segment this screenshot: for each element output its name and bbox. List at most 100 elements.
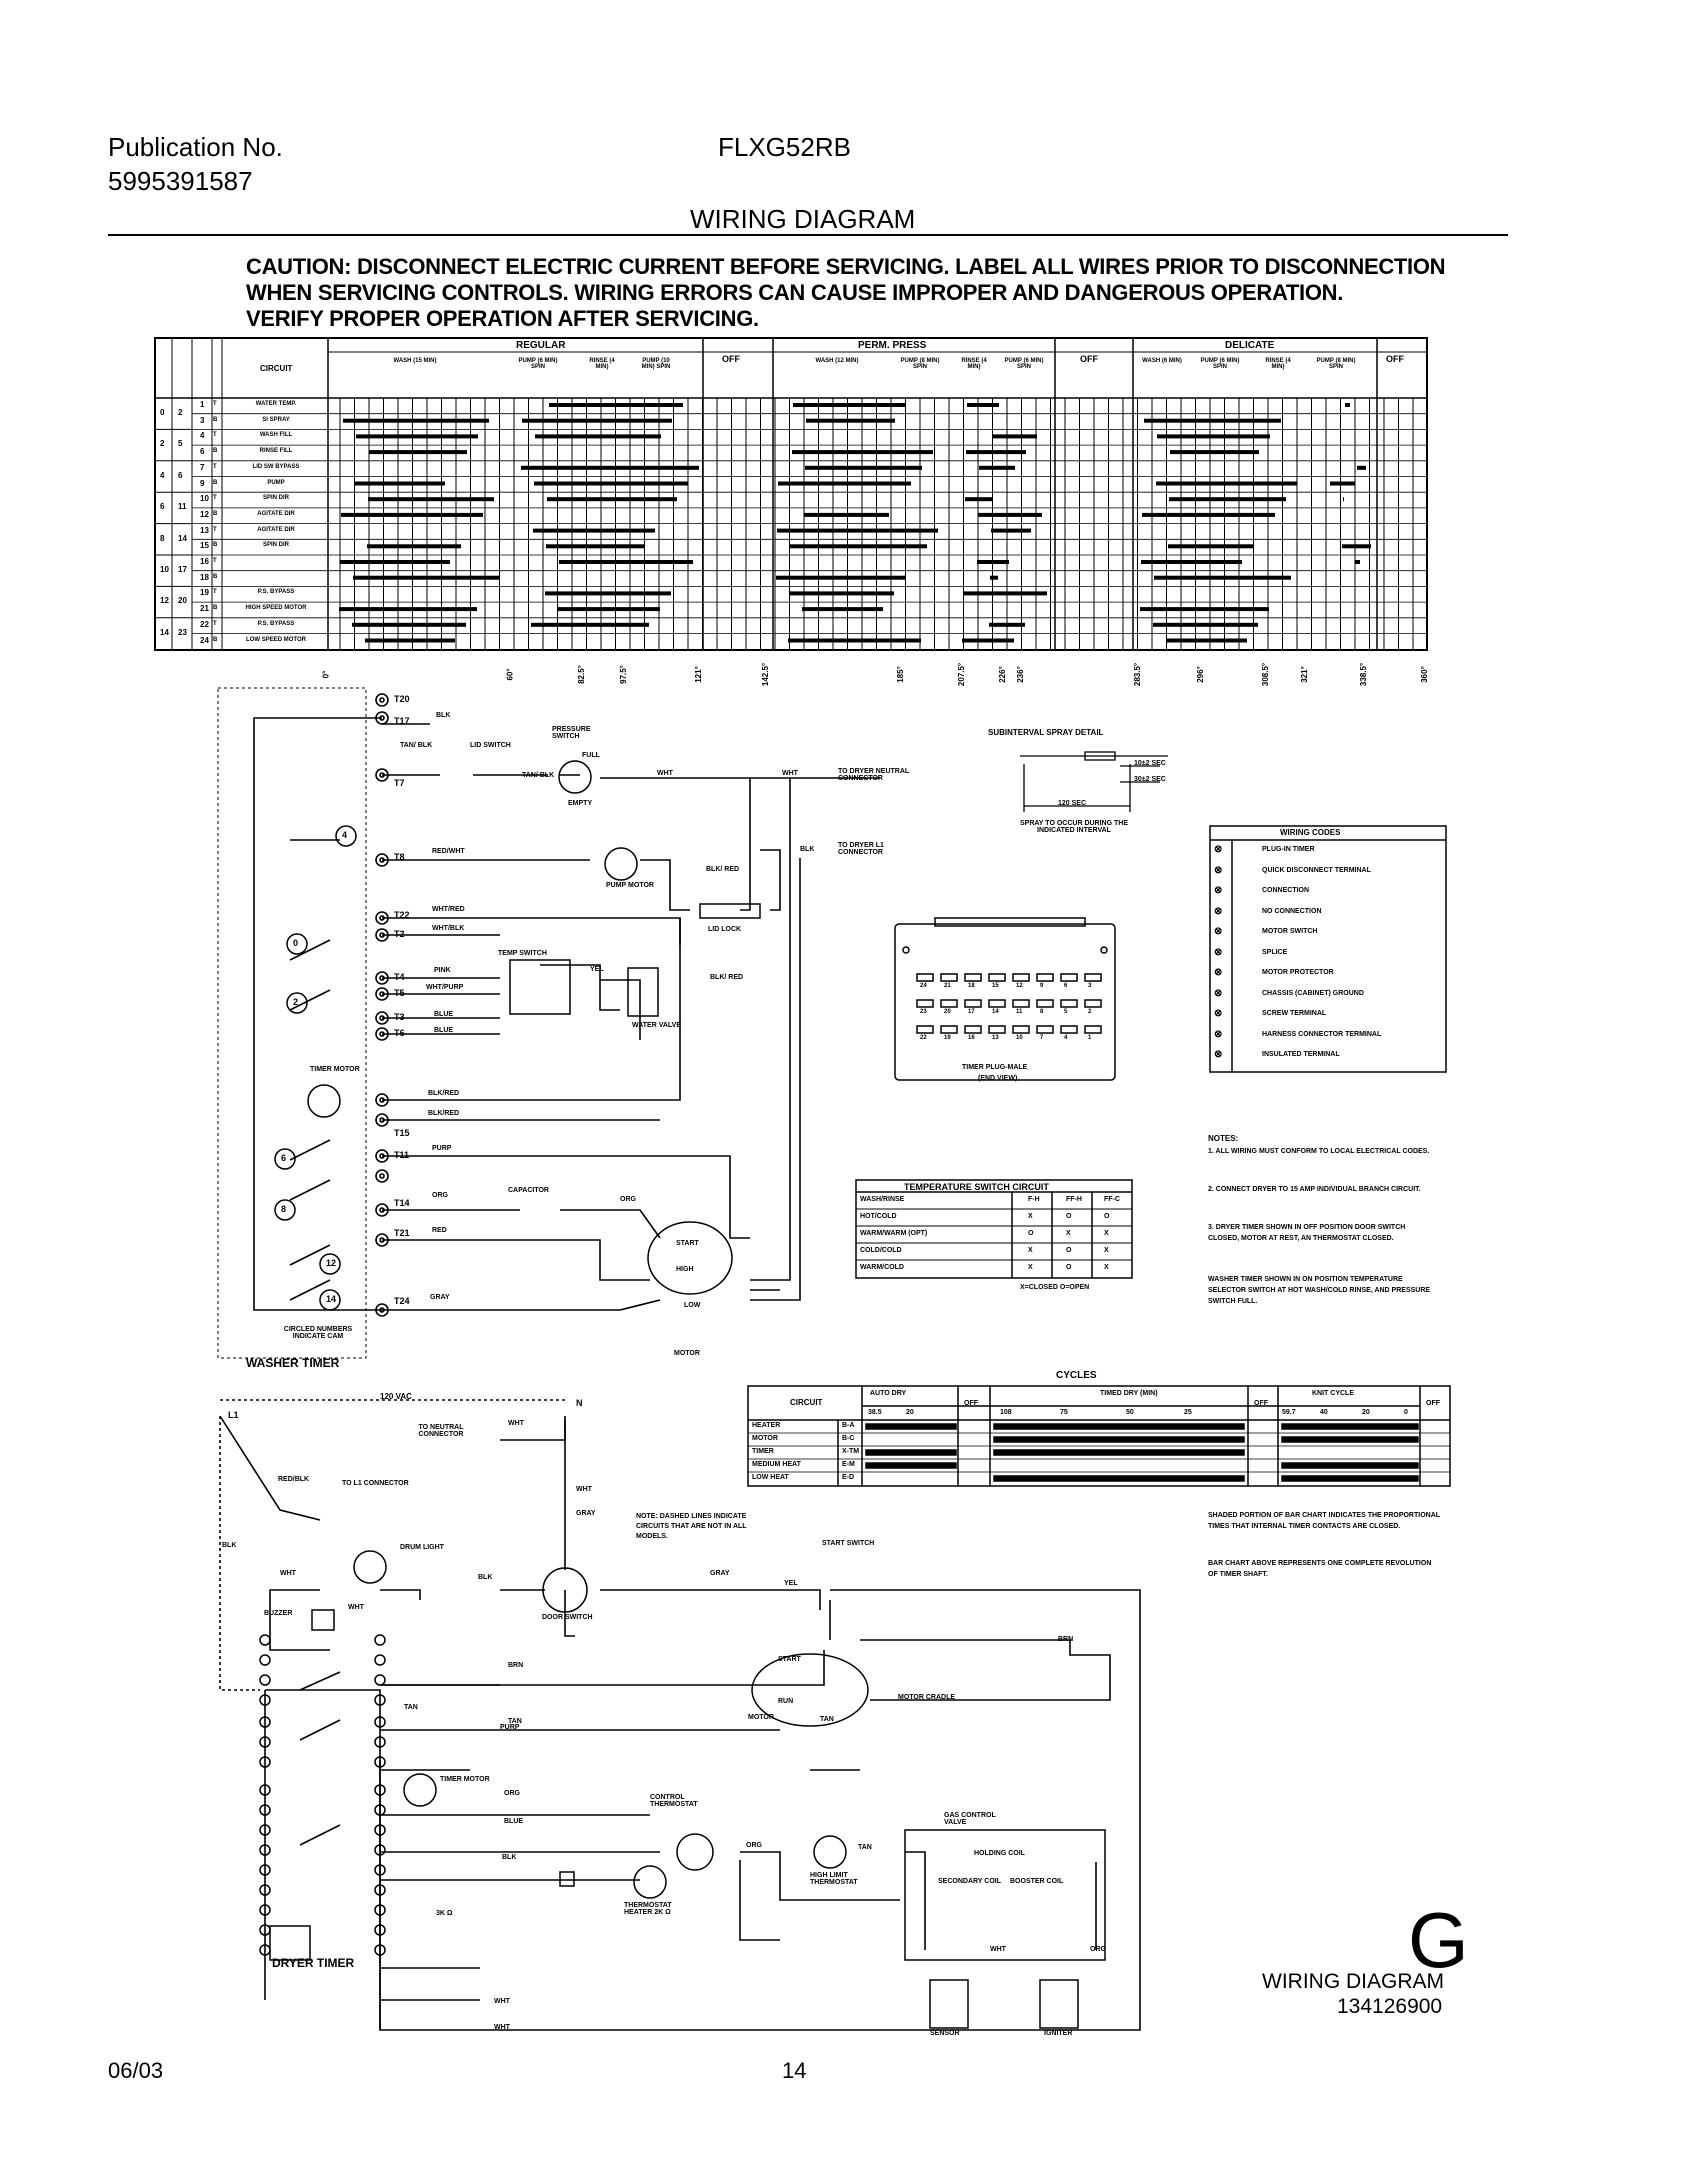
washer-component-label: LID LOCK: [708, 926, 742, 933]
wiring-code-item: MOTOR SWITCH: [1262, 928, 1318, 935]
plug-pin-number: 15: [992, 983, 999, 989]
row-contact: T: [213, 495, 217, 502]
washer-terminal-label: T22: [394, 910, 410, 920]
temp-switch-cell: O: [1066, 1247, 1072, 1254]
row-contact: T: [213, 620, 217, 627]
washer-wire-label: ORG: [432, 1192, 448, 1199]
to-dryer-l1-label: TO DRYER L1 CONNECTOR: [838, 842, 884, 856]
temp-switch-cell: COLD/COLD: [860, 1247, 902, 1254]
dryer-component-label: DOOR SWITCH: [542, 1614, 593, 1621]
plug-pin-number: 5: [1064, 1009, 1068, 1015]
temp-switch-cell: O: [1066, 1264, 1072, 1271]
plug-pin-number: 10: [1016, 1035, 1023, 1041]
washer-wire-label: BLK/ RED: [710, 974, 744, 981]
cycles-row-label: HEATER: [752, 1422, 781, 1429]
row-circuit-label: PUMP: [267, 479, 285, 486]
cam-label: 2: [293, 997, 299, 1007]
caution-line-3: VERIFY PROPER OPERATION AFTER SERVICING.: [246, 306, 759, 331]
washer-wire-label: RED/WHT: [432, 848, 465, 855]
shaded-note: SHADED PORTION OF BAR CHART INDICATES TH…: [1208, 1512, 1440, 1530]
cycles-row-contact: B-C: [842, 1435, 855, 1442]
washer-terminal-label: T8: [394, 852, 405, 862]
cycles-row-label: LOW HEAT: [752, 1474, 789, 1481]
washer-wire-label: WHT/RED: [432, 906, 465, 913]
group-regular: REGULAR: [516, 340, 566, 351]
dryer-component-label: RUN: [778, 1698, 794, 1705]
publication-number: 5995391587: [108, 166, 253, 196]
cam-number: 14: [160, 627, 169, 637]
cam-label: 12: [326, 1258, 337, 1268]
plug-pin-number: 16: [968, 1035, 975, 1041]
dryer-wire-label: BLK: [502, 1854, 517, 1861]
dryer-wire-label: BLUE: [504, 1818, 524, 1825]
note-item: 3. DRYER TIMER SHOWN IN OFF POSITION DOO…: [1208, 1224, 1406, 1242]
row-number: 19: [200, 588, 209, 598]
cycles-row-label: TIMER: [752, 1448, 774, 1455]
footer-page-number: 14: [782, 2058, 807, 2083]
washer-wire-label: TAN/ BLK: [400, 742, 433, 749]
washer-wire-label: BLK/RED: [428, 1110, 460, 1117]
dryer-wire-label: TAN: [820, 1716, 834, 1723]
plug-pin-number: 1: [1088, 1035, 1092, 1041]
row-contact: B: [213, 573, 218, 580]
dryer-component-label: MOTOR: [748, 1714, 774, 1721]
row-circuit-label: P.S. BYPASS: [257, 620, 295, 627]
dryer-wire-label: BLK: [478, 1574, 493, 1581]
row-contact: T: [213, 526, 217, 533]
dryer-component-label: GAS CONTROL VALVE: [944, 1812, 996, 1826]
dryer-component-label: 3K Ω: [436, 1910, 453, 1917]
plug-pin-number: 20: [944, 1009, 951, 1015]
washer-wire-label: WHT/BLK: [432, 925, 465, 932]
dryer-component-label: SENSOR: [930, 2030, 960, 2037]
plug-pin-number: 21: [944, 983, 951, 989]
plug-pin-number: 9: [1040, 983, 1044, 989]
plug-pin-number: 3: [1088, 983, 1092, 989]
publication-label: Publication No.: [108, 132, 283, 162]
cycles-tick: 50: [1126, 1409, 1134, 1416]
plug-pin-number: 18: [968, 983, 975, 989]
cycles-group-header: OFF: [1426, 1400, 1440, 1407]
plug-subtitle: (END VIEW): [978, 1075, 1018, 1082]
row-circuit-label: AGITATE DIR: [257, 510, 295, 517]
washer-wire-label: BLUE: [434, 1027, 454, 1034]
revision-letter: G: [1408, 1896, 1469, 1984]
wiring-code-symbol: ⊗: [1214, 946, 1223, 958]
row-circuit-label: RINSE FILL: [259, 448, 293, 455]
dryer-wire-label: ORG: [504, 1790, 520, 1797]
washer-component-label: WATER VALVE: [632, 1022, 681, 1029]
caution-line-1: CAUTION: DISCONNECT ELECTRIC CURRENT BEF…: [246, 254, 1446, 279]
vac-label: 120 VAC: [380, 1392, 412, 1401]
dryer-component-label: SECONDARY COIL: [938, 1878, 1002, 1885]
washer-wire-label: WHT/PURP: [426, 984, 464, 991]
wiring-code-item: QUICK DISCONNECT TERMINAL: [1262, 866, 1371, 874]
washer-wire-label: GRAY: [430, 1294, 450, 1301]
footer-diagram-label: WIRING DIAGRAM: [1262, 1970, 1444, 1993]
circled-numbers-note: CIRCLED NUMBERS INDICATE CAM: [283, 1326, 353, 1340]
cycles-table-frame: [747, 1385, 1451, 1487]
timer-plug: [894, 917, 1116, 1081]
row-contact: T: [213, 463, 217, 470]
cycles-tick: 20: [906, 1409, 914, 1416]
cycles-group-header: KNIT CYCLE: [1312, 1390, 1354, 1397]
washer-component-label: PRESSURE SWITCH: [552, 726, 591, 740]
temp-switch-cell: O: [1066, 1213, 1072, 1220]
temp-switch-col-header: FF-H: [1066, 1196, 1082, 1203]
dryer-component-label: START SWITCH: [822, 1540, 875, 1547]
footer-diagram-number: 134126900: [1337, 1995, 1443, 2018]
dryer-component-label: BUZZER: [264, 1610, 293, 1617]
sub-header: RINSE (4 MIN): [961, 358, 987, 370]
washer-component-label: MOTOR: [674, 1350, 700, 1357]
dryer-wire-label: TAN: [858, 1844, 872, 1851]
temp-switch-cell: X: [1104, 1230, 1109, 1237]
cam-number: 4: [160, 470, 165, 480]
temp-switch-cell: WARM/COLD: [860, 1264, 904, 1271]
plug-title: TIMER PLUG-MALE: [962, 1064, 1028, 1071]
row-number: 1: [200, 400, 205, 409]
cam-number: 8: [160, 533, 165, 543]
temp-switch-table-frame: [855, 1179, 1133, 1279]
wiring-code-symbol: ⊗: [1214, 987, 1223, 999]
terminal-number: 17: [178, 565, 187, 574]
cam-number: 12: [160, 596, 169, 606]
